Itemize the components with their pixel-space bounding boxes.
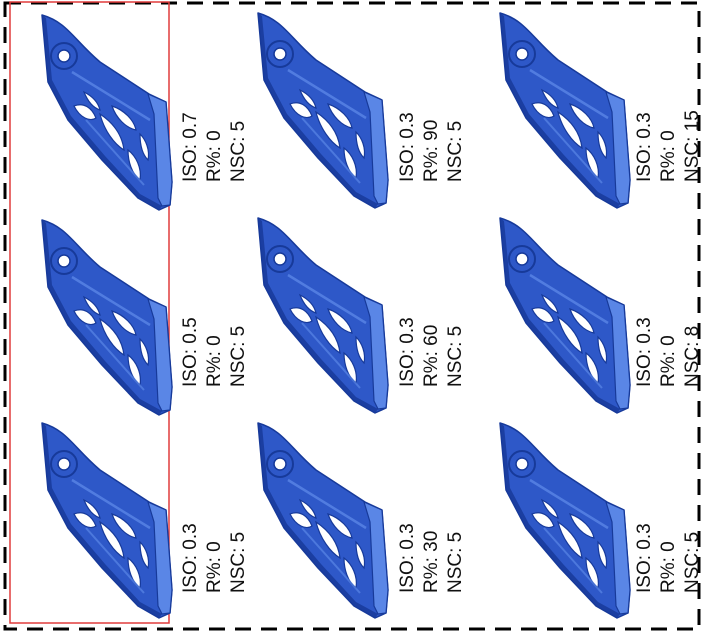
r-label: R%: 60 bbox=[421, 325, 442, 387]
bracket-part-image bbox=[256, 11, 390, 210]
nsc-label: NSC: 5 bbox=[228, 121, 249, 182]
r-label: R%: 30 bbox=[421, 531, 442, 593]
panel-r3-c3: ISO: 0.3 R%: 0 NSC: 5 bbox=[498, 421, 703, 620]
r-label: R%: 0 bbox=[204, 130, 225, 182]
bracket-part-image bbox=[498, 216, 632, 415]
nsc-label: NSC: 5 bbox=[228, 326, 249, 387]
iso-label: ISO: 0.3 bbox=[180, 523, 201, 593]
iso-label: ISO: 0.3 bbox=[397, 523, 418, 593]
r-label: R%: 0 bbox=[204, 335, 225, 387]
highlight-box bbox=[9, 1, 170, 624]
nsc-label: NSC: 5 bbox=[445, 532, 466, 593]
iso-label: ISO: 0.3 bbox=[634, 112, 655, 182]
bracket-part-image bbox=[256, 421, 390, 620]
panel-r1-c1: ISO: 0.7 R%: 0 NSC: 5 bbox=[40, 13, 249, 212]
nsc-label: NSC: 5 bbox=[682, 532, 703, 593]
nsc-label: NSC: 5 bbox=[445, 326, 466, 387]
bracket-part-image bbox=[256, 216, 390, 415]
iso-label: ISO: 0.5 bbox=[180, 317, 201, 387]
iso-label: ISO: 0.3 bbox=[634, 523, 655, 593]
nsc-label: NSC: 15 bbox=[682, 110, 703, 182]
bracket-part-image bbox=[498, 421, 632, 620]
panel-r1-c3: ISO: 0.3 R%: 0 NSC: 15 bbox=[498, 11, 703, 210]
r-label: R%: 0 bbox=[658, 130, 679, 182]
nsc-label: NSC: 8 bbox=[682, 326, 703, 387]
panel-r2-c1: ISO: 0.5 R%: 0 NSC: 5 bbox=[40, 218, 249, 417]
iso-label: ISO: 0.7 bbox=[180, 112, 201, 182]
r-label: R%: 0 bbox=[204, 541, 225, 593]
panel-r3-c2: ISO: 0.3 R%: 30 NSC: 5 bbox=[256, 421, 466, 620]
bracket-part-image bbox=[40, 421, 174, 620]
panel-r2-c3: ISO: 0.3 R%: 0 NSC: 8 bbox=[498, 216, 703, 415]
panel-r1-c2: ISO: 0.3 R%: 90 NSC: 5 bbox=[256, 11, 466, 210]
iso-label: ISO: 0.3 bbox=[397, 112, 418, 182]
nsc-label: NSC: 5 bbox=[445, 121, 466, 182]
nsc-label: NSC: 5 bbox=[228, 532, 249, 593]
r-label: R%: 0 bbox=[658, 541, 679, 593]
iso-label: ISO: 0.3 bbox=[634, 317, 655, 387]
bracket-part-image bbox=[498, 11, 632, 210]
r-label: R%: 90 bbox=[421, 120, 442, 182]
bracket-part-image bbox=[40, 218, 174, 417]
panel-r2-c2: ISO: 0.3 R%: 60 NSC: 5 bbox=[256, 216, 466, 415]
r-label: R%: 0 bbox=[658, 335, 679, 387]
dashed-border bbox=[3, 1, 701, 631]
iso-label: ISO: 0.3 bbox=[397, 317, 418, 387]
panel-r3-c1: ISO: 0.3 R%: 0 NSC: 5 bbox=[40, 421, 249, 620]
bracket-part-image bbox=[40, 13, 174, 212]
